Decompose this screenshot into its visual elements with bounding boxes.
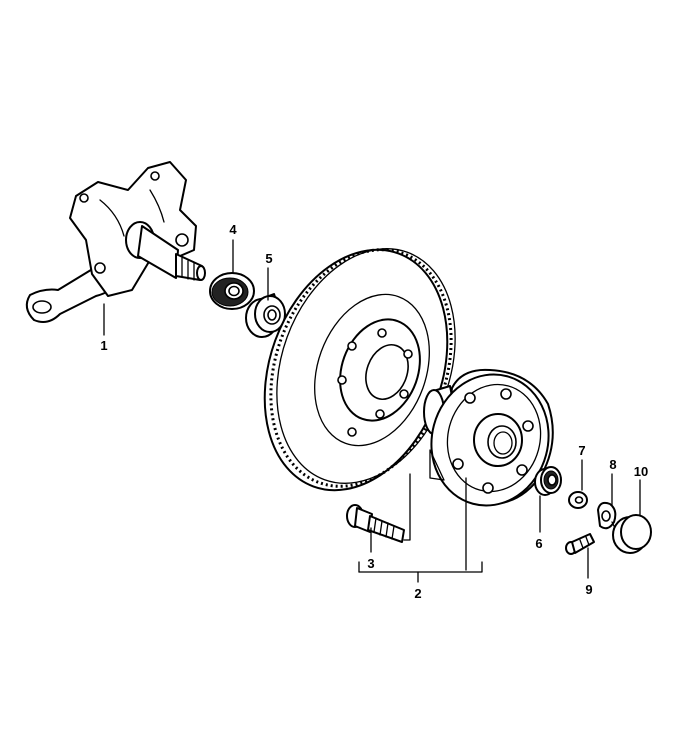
socket-screw-part <box>565 533 595 555</box>
clamp-nut-part <box>597 501 617 531</box>
callout-2: 2 <box>414 586 421 601</box>
callout-8: 8 <box>609 457 616 472</box>
callout-5: 5 <box>265 251 272 266</box>
hub-bearing-part <box>534 466 562 496</box>
callout-3: 3 <box>367 556 374 571</box>
brake-disc-part <box>263 248 456 492</box>
grease-cap-part <box>612 514 652 554</box>
callout-9: 9 <box>585 582 592 597</box>
leader-lines <box>103 239 641 583</box>
steering-knuckle-part <box>25 161 206 323</box>
callout-4: 4 <box>229 222 237 237</box>
washer-part <box>568 491 588 509</box>
outer-bearing-part <box>209 272 255 310</box>
wheel-stud-part <box>346 504 405 543</box>
wheel-hub-part <box>423 368 554 507</box>
callout-1: 1 <box>100 338 107 353</box>
inner-bearing-part <box>245 293 286 338</box>
callout-6: 6 <box>535 536 542 551</box>
callout-7: 7 <box>578 443 585 458</box>
callout-10: 10 <box>634 464 648 479</box>
